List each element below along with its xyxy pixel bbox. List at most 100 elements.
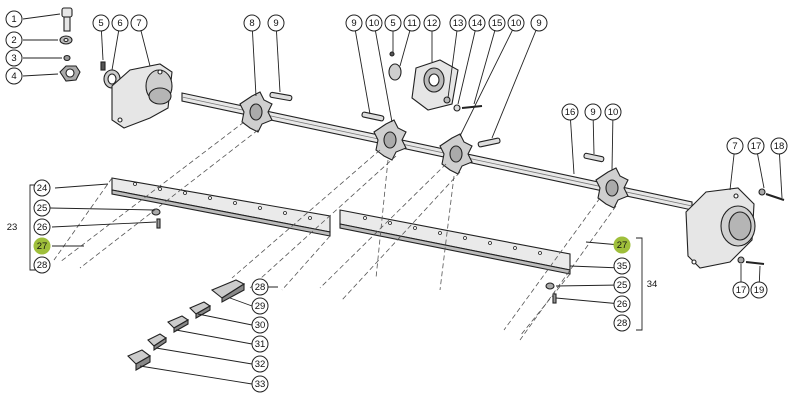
- callout-circle: [251, 335, 269, 353]
- callout-number: 27: [617, 240, 628, 251]
- callout-circle: [604, 103, 622, 121]
- callout-number: 18: [774, 141, 785, 152]
- callout-circle: [33, 237, 51, 255]
- callout-number: 25: [37, 203, 48, 214]
- callout-4: 4: [5, 67, 23, 85]
- callout-24: 24: [33, 179, 51, 197]
- callout-31: 31: [251, 335, 269, 353]
- callout-circle: [365, 14, 383, 32]
- callout-9: 9: [267, 14, 285, 32]
- callout-circle: [5, 67, 23, 85]
- clip-part-29: [210, 279, 246, 303]
- callout-number: 10: [369, 18, 380, 29]
- callout-10: 10: [604, 103, 622, 121]
- callout-number: 32: [255, 359, 266, 370]
- callout-circle: [747, 137, 765, 155]
- callout-8: 8: [243, 14, 261, 32]
- assembly-dash-lines: [53, 121, 617, 341]
- clip-part-31: [167, 315, 190, 333]
- clip-part-32: [147, 333, 167, 352]
- callout-circle: [33, 218, 51, 236]
- callout-13: 13: [449, 14, 467, 32]
- callout-5: 5: [384, 14, 402, 32]
- callout-25: 25: [33, 199, 51, 217]
- callout-number: 9: [351, 18, 356, 29]
- callout-number: 14: [472, 18, 483, 29]
- sprocket-4: [595, 167, 629, 209]
- callout-27: 27: [613, 236, 631, 254]
- flange-housing-left: [111, 63, 173, 129]
- callout-number: 29: [255, 301, 266, 312]
- callout-number: 23: [7, 222, 18, 233]
- callout-circle: [613, 314, 631, 332]
- callout-circle: [267, 14, 285, 32]
- callout-circle: [732, 281, 750, 299]
- callout-number: 17: [751, 141, 762, 152]
- callout-16: 16: [561, 103, 579, 121]
- callout-number: 35: [617, 261, 628, 272]
- callout-5: 5: [92, 14, 110, 32]
- tine-bar-right: [339, 209, 571, 275]
- bolt-part: [61, 7, 73, 32]
- callout-circle: [584, 103, 602, 121]
- callout-number: 9: [536, 18, 541, 29]
- callout-circle: [33, 179, 51, 197]
- callout-number: 10: [511, 18, 522, 29]
- callout-3: 3: [5, 49, 23, 67]
- callout-12: 12: [423, 14, 441, 32]
- callout-number: 30: [255, 320, 266, 331]
- callout-number: 34: [647, 279, 658, 290]
- callout-number: 9: [273, 18, 278, 29]
- callout-circle: [33, 199, 51, 217]
- callout-9: 9: [530, 14, 548, 32]
- nut-part-2: [59, 35, 73, 45]
- callout-17: 17: [732, 281, 750, 299]
- callout-7: 7: [130, 14, 148, 32]
- callout-circle: [613, 276, 631, 294]
- callout-33: 33: [251, 375, 269, 393]
- callout-number: 1: [11, 14, 16, 25]
- callout-circle: [530, 14, 548, 32]
- callout-number: 10: [608, 107, 619, 118]
- sprocket-3: [439, 133, 473, 175]
- washer-part-3: [63, 54, 71, 62]
- callout-number: 4: [11, 71, 16, 82]
- callout-number: 9: [590, 107, 595, 118]
- callout-27: 27: [33, 237, 51, 255]
- callout-circle: [111, 14, 129, 32]
- callout-number: 28: [37, 260, 48, 271]
- callout-circle: [449, 14, 467, 32]
- callout-number: 13: [453, 18, 464, 29]
- callout-number: 31: [255, 339, 266, 350]
- callout-number: 26: [617, 299, 628, 310]
- callout-circle: [468, 14, 486, 32]
- bar-fastener-right: [545, 282, 557, 304]
- callout-number: 11: [407, 18, 417, 29]
- callout-number: 28: [617, 318, 628, 329]
- callout-number: 7: [136, 18, 141, 29]
- callout-9: 9: [345, 14, 363, 32]
- callout-number: 12: [427, 18, 438, 29]
- clip-part-33: [127, 349, 151, 371]
- callout-number: 33: [255, 379, 266, 390]
- callout-number: 27: [37, 241, 48, 252]
- callout-circle: [5, 10, 23, 28]
- callout-11: 11: [403, 14, 421, 32]
- callout-6: 6: [111, 14, 129, 32]
- callout-10: 10: [365, 14, 383, 32]
- parts-drawing: [59, 7, 785, 371]
- callout-9: 9: [584, 103, 602, 121]
- callout-number: 25: [617, 280, 628, 291]
- callout-number: 24: [37, 183, 48, 194]
- callout-circle: [251, 278, 269, 296]
- callout-circle: [243, 14, 261, 32]
- sprocket-2: [373, 119, 407, 161]
- callout-18: 18: [770, 137, 788, 155]
- callout-circle: [5, 31, 23, 49]
- callout-circle: [561, 103, 579, 121]
- callout-number: 15: [492, 18, 503, 29]
- callout-number: 16: [565, 107, 576, 118]
- callout-circle: [613, 236, 631, 254]
